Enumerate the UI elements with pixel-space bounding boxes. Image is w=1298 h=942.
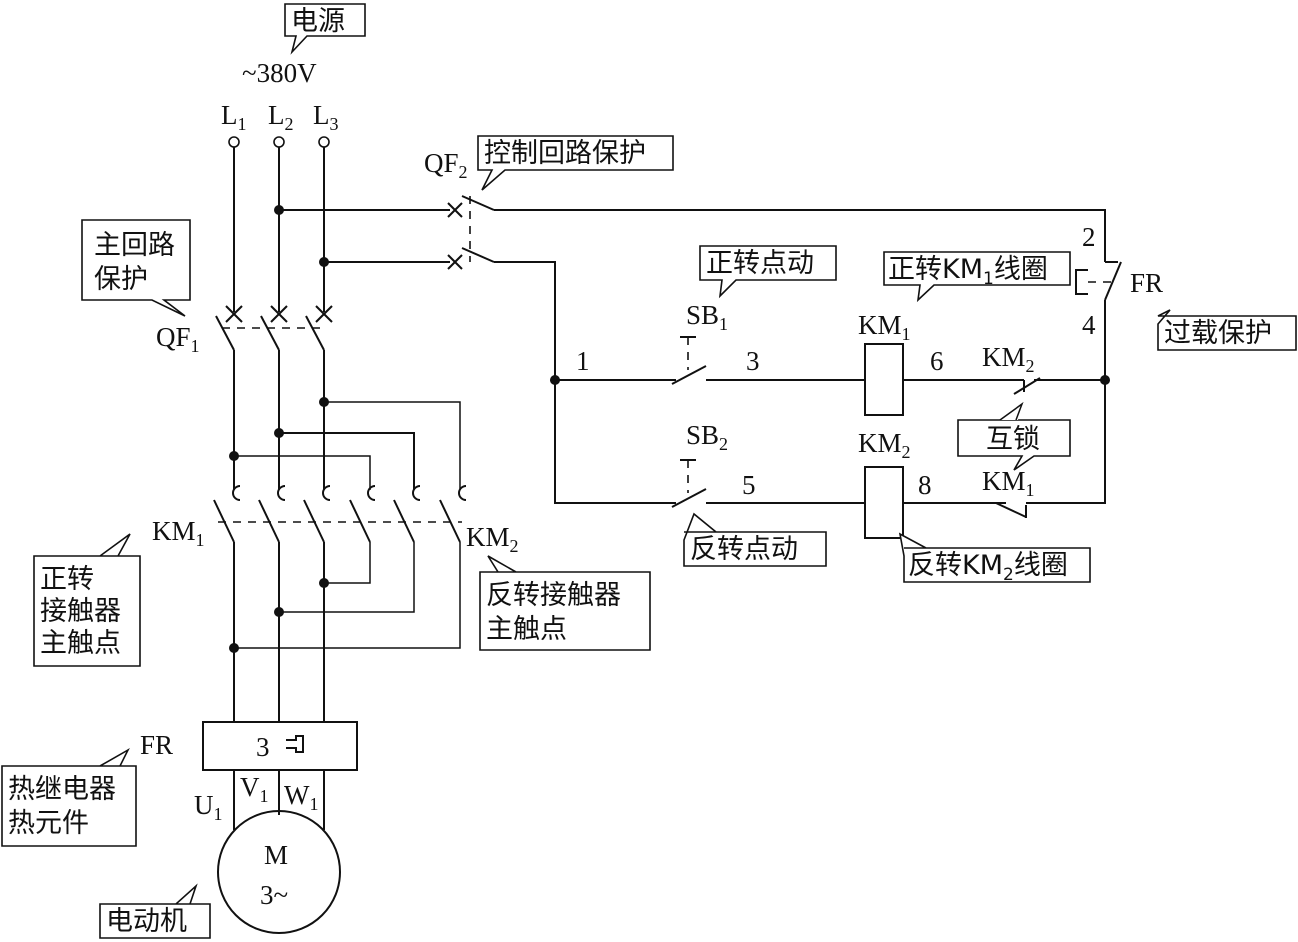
km1-coil (864, 343, 904, 416)
svg-text:热元件: 热元件 (8, 808, 89, 839)
svg-text:互锁: 互锁 (986, 424, 1040, 455)
svg-text:电源: 电源 (291, 6, 345, 37)
svg-text:正转: 正转 (40, 564, 94, 595)
qf2-breaker (447, 195, 495, 270)
callout-motor: 电动机 (99, 883, 211, 939)
node-5: 5 (742, 470, 756, 500)
callout-reverse-coil: 反转KM2线圈 (898, 532, 1091, 585)
terminal-l2 (273, 136, 285, 148)
label-km2-coil: KM2 (858, 428, 911, 462)
callout-reverse-contactor: 反转接触器 主触点 (479, 555, 651, 651)
callout-overload: 过载保护 (1157, 309, 1297, 351)
label-motor-phase: 3~ (260, 880, 288, 910)
sb1-button (660, 336, 865, 385)
label-l2: L2 (268, 100, 294, 134)
km2-interlock-contact (903, 377, 1105, 395)
label-fr-block: 3 (256, 732, 270, 762)
label-v1: V1 (240, 772, 269, 806)
node-1: 1 (576, 346, 590, 376)
qf1-breaker (215, 305, 333, 351)
fr-nc-contact (1075, 261, 1122, 301)
svg-text:主触点: 主触点 (486, 614, 567, 645)
main-circuit (202, 136, 467, 934)
label-l3: L3 (313, 100, 339, 134)
label-w1: W1 (284, 780, 318, 814)
svg-text:正转点动: 正转点动 (706, 248, 814, 279)
label-km2-interlock: KM2 (982, 342, 1035, 376)
label-km1-coil: KM1 (858, 310, 911, 344)
svg-text:反转接触器: 反转接触器 (486, 580, 621, 611)
node-8: 8 (918, 470, 932, 500)
labels: ~380V L1 L2 L3 QF1 QF2 KM1 KM2 FR 3 U1 V… (140, 58, 1163, 910)
thermal-element-icon (286, 735, 304, 753)
label-qf2: QF2 (424, 148, 468, 182)
svg-text:主回路: 主回路 (94, 230, 175, 261)
node-4: 4 (1082, 310, 1096, 340)
contactor-arcs (232, 485, 467, 501)
svg-text:控制回路保护: 控制回路保护 (484, 138, 646, 169)
svg-text:反转点动: 反转点动 (690, 534, 798, 565)
sb2-button (660, 459, 865, 508)
svg-text:反转KM2线圈: 反转KM2线圈 (908, 550, 1068, 585)
km2-coil (864, 466, 904, 539)
label-u1: U1 (194, 790, 223, 824)
svg-text:电动机: 电动机 (106, 906, 187, 937)
callout-forward-contactor: 正转 接触器 主触点 (33, 533, 141, 667)
control-circuit (274, 195, 1122, 539)
svg-text:正转KM1线圈: 正转KM1线圈 (888, 254, 1048, 289)
km1-interlock-contact (903, 500, 1106, 518)
label-qf1: QF1 (156, 322, 200, 356)
callout-forward-coil: 正转KM1线圈 (883, 251, 1071, 303)
callout-power: 电源 (284, 3, 366, 55)
thermal-relay-block (202, 721, 358, 771)
voltage-label: ~380V (242, 58, 317, 88)
label-fr-main: FR (140, 730, 173, 760)
label-km2-main: KM2 (466, 522, 519, 556)
label-km1-interlock: KM1 (982, 466, 1035, 500)
callout-main-protection: 主回路 保护 (81, 219, 191, 317)
label-l1: L1 (221, 100, 247, 134)
callout-reverse-jog: 反转点动 (683, 512, 827, 567)
terminal-l3 (318, 136, 330, 148)
label-sb1: SB1 (686, 300, 728, 334)
svg-text:过载保护: 过载保护 (1164, 318, 1272, 349)
callout-control-protection: 控制回路保护 (477, 135, 674, 191)
label-km1-main: KM1 (152, 516, 205, 550)
node-2: 2 (1082, 222, 1096, 252)
svg-text:接触器: 接触器 (40, 596, 121, 627)
callout-forward-jog: 正转点动 (699, 245, 837, 299)
callout-thermal-relay: 热继电器 热元件 (1, 747, 137, 847)
motor-symbol (217, 810, 341, 934)
label-motor-m: M (264, 840, 288, 870)
svg-text:主触点: 主触点 (40, 628, 121, 659)
km-main-contacts (213, 499, 462, 543)
node-6: 6 (930, 346, 944, 376)
node-3: 3 (746, 346, 760, 376)
terminal-l1 (228, 136, 240, 148)
svg-text:热继电器: 热继电器 (8, 774, 116, 805)
callout-interlock: 互锁 (957, 401, 1071, 471)
label-fr-ctrl: FR (1130, 268, 1163, 298)
svg-text:保护: 保护 (94, 264, 148, 295)
label-sb2: SB2 (686, 420, 728, 454)
